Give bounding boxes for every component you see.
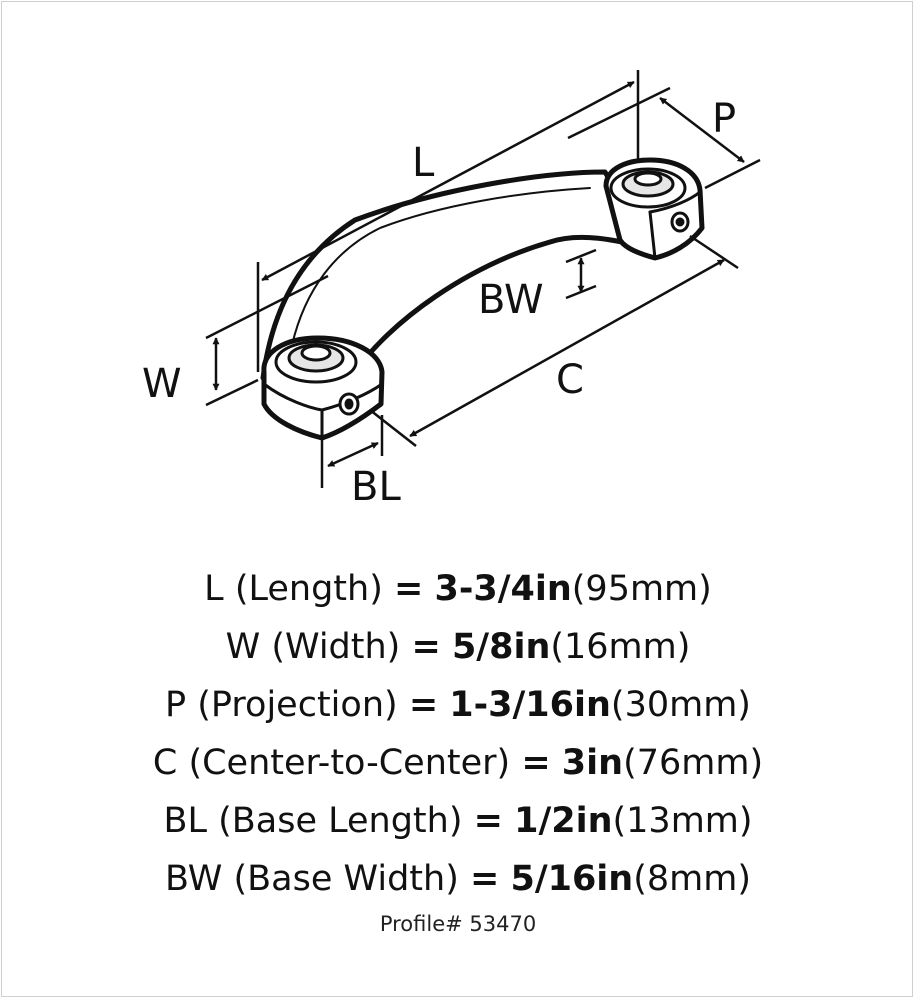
label-BL: BL bbox=[351, 464, 401, 510]
spec-code: C bbox=[152, 743, 178, 783]
label-C: C bbox=[556, 357, 584, 403]
C-dimension-line bbox=[409, 258, 725, 438]
spec-imperial: 3-3/4in bbox=[434, 569, 572, 609]
spec-imperial: 1/2in bbox=[514, 801, 613, 841]
C-extension-left bbox=[369, 409, 417, 447]
spec-imperial: 5/16in bbox=[510, 859, 634, 899]
spec-equals: = bbox=[394, 569, 424, 609]
dimension-specs: L (Length) = 3-3/4in(95mm) W (Width) = 5… bbox=[0, 560, 916, 908]
spec-description: (Base Length) bbox=[218, 801, 463, 841]
spec-metric: (95mm) bbox=[571, 569, 712, 609]
spec-description: (Width) bbox=[271, 627, 401, 667]
P-extension-bottom bbox=[704, 158, 761, 190]
spec-code: BW bbox=[164, 859, 223, 899]
P-extension-top bbox=[567, 86, 671, 140]
spec-metric: (8mm) bbox=[633, 859, 752, 899]
label-P: P bbox=[712, 96, 736, 142]
P-dimension-line bbox=[659, 97, 745, 163]
label-BW: BW bbox=[478, 277, 544, 323]
W-extension-top bbox=[205, 274, 329, 340]
label-W: W bbox=[142, 361, 182, 407]
left-screw-hole-inner bbox=[344, 398, 354, 410]
spec-line-projection: P (Projection) = 1-3/16in(30mm) bbox=[0, 676, 916, 734]
right-post-cap-top bbox=[633, 171, 663, 187]
spec-imperial: 3in bbox=[561, 743, 624, 783]
spec-equals: = bbox=[411, 627, 441, 667]
spec-code: W bbox=[225, 627, 261, 667]
spec-line-length: L (Length) = 3-3/4in(95mm) bbox=[0, 560, 916, 618]
right-screw-hole-inner bbox=[675, 217, 685, 227]
left-post-cap-top bbox=[300, 344, 332, 362]
spec-line-base-length: BL (Base Length) = 1/2in(13mm) bbox=[0, 792, 916, 850]
spec-equals: = bbox=[521, 743, 551, 783]
right-post-edge bbox=[648, 210, 657, 260]
spec-equals: = bbox=[470, 859, 500, 899]
handle-dimension-diagram: L P BW W C BL bbox=[142, 70, 761, 510]
spec-metric: (16mm) bbox=[550, 627, 691, 667]
spec-description: (Length) bbox=[234, 569, 383, 609]
spec-description: (Projection) bbox=[197, 685, 398, 725]
label-L: L bbox=[412, 140, 435, 186]
spec-line-center-to-center: C (Center-to-Center) = 3in(76mm) bbox=[0, 734, 916, 792]
W-extension-bottom bbox=[205, 378, 259, 407]
spec-code: P bbox=[165, 685, 187, 725]
spec-imperial: 5/8in bbox=[451, 627, 551, 667]
C-extension-right bbox=[689, 234, 739, 270]
spec-metric: (76mm) bbox=[623, 743, 764, 783]
spec-code: L bbox=[204, 569, 224, 609]
spec-description: (Center-to-Center) bbox=[188, 743, 511, 783]
spec-imperial: 1-3/16in bbox=[449, 685, 611, 725]
spec-metric: (13mm) bbox=[612, 801, 753, 841]
right-post-side bbox=[648, 190, 702, 214]
spec-description: (Base Width) bbox=[233, 859, 459, 899]
spec-equals: = bbox=[473, 801, 503, 841]
spec-code: BL bbox=[163, 801, 207, 841]
L-dimension-line bbox=[261, 80, 635, 282]
BL-dimension-line bbox=[327, 441, 379, 468]
profile-number: Profile# 53470 bbox=[379, 912, 537, 936]
dimension-lines bbox=[205, 70, 761, 488]
spec-metric: (30mm) bbox=[610, 685, 751, 725]
spec-line-base-width: BW (Base Width) = 5/16in(8mm) bbox=[0, 850, 916, 908]
spec-equals: = bbox=[408, 685, 439, 725]
spec-line-width: W (Width) = 5/8in(16mm) bbox=[0, 618, 916, 676]
